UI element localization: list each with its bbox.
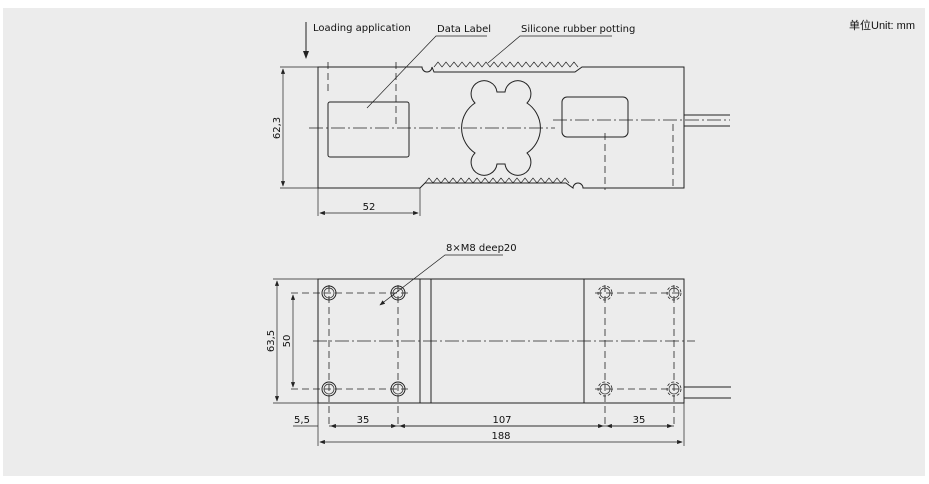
unit-label: 单位Unit: mm (849, 20, 915, 32)
data-label-plate (327, 101, 410, 158)
potting-bottom-zigzag (424, 177, 570, 184)
height-dimension: 62,3 (272, 117, 283, 139)
right-pitch-dimension: 35 (633, 415, 646, 426)
left-pitch-dimension: 35 (357, 415, 370, 426)
data-label-callout: Data Label (437, 24, 491, 35)
top-view: Loading application Data Label Silicone … (272, 22, 730, 216)
cable-entry-potting (561, 96, 629, 138)
hole-hidden-lines (327, 62, 674, 190)
middle-dimension: 107 (492, 415, 511, 426)
cable-bottom (684, 386, 731, 399)
hole-spacing-vertical: 50 (282, 335, 293, 348)
drawing-panel (3, 8, 925, 476)
potting-callout: Silicone rubber potting (521, 24, 635, 35)
height-dimension-bottom: 63,5 (266, 330, 277, 352)
hole-pattern-lines (291, 285, 682, 428)
potting-leader (487, 35, 612, 64)
load-cell-body-side (317, 66, 685, 189)
edge-dimension: 5,5 (294, 415, 310, 426)
mounting-holes-fixed (321, 285, 406, 397)
loading-application-label: Loading application (313, 23, 411, 34)
height-extension-lines-bottom (273, 278, 318, 404)
offset-extension-lines (317, 188, 421, 216)
data-label-leader (366, 35, 487, 109)
bottom-view: 8×M8 deep20 63,5 50 5,5 35 107 35 188 (266, 243, 731, 446)
length-extension-lines (317, 403, 685, 446)
length-dimension: 188 (491, 431, 510, 442)
cable (684, 114, 730, 127)
mounting-holes-load (597, 285, 682, 397)
height-extension-lines (280, 66, 318, 189)
hole-callout-leader (379, 254, 503, 306)
hole-callout: 8×M8 deep20 (446, 243, 517, 254)
offset-dimension: 52 (363, 202, 376, 213)
potting-top-zigzag (433, 61, 579, 68)
bending-beam-cutout (461, 80, 541, 176)
